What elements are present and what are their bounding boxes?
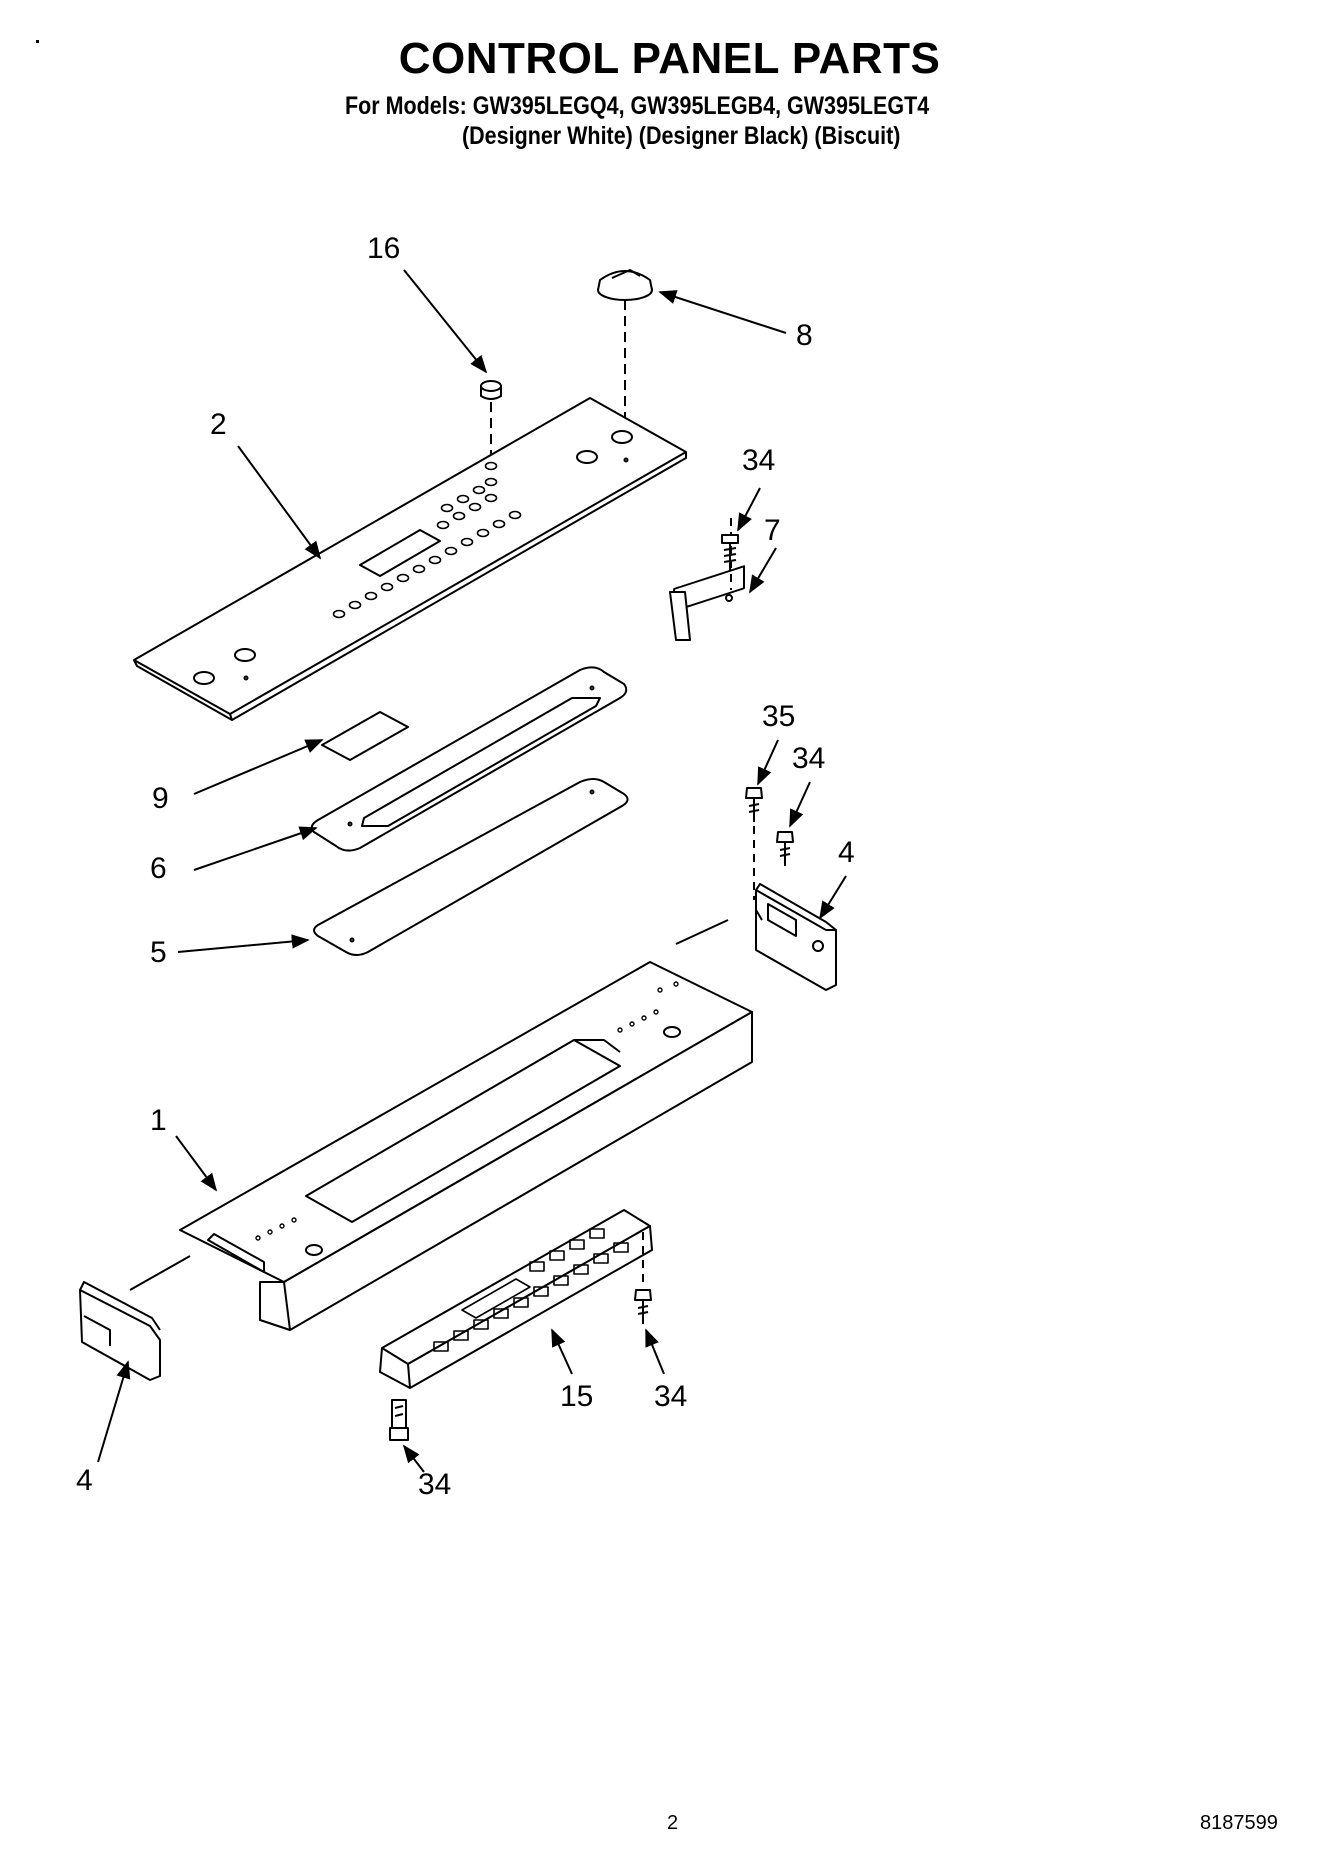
leader-4b <box>97 1360 131 1463</box>
callout-9: 9 <box>152 782 169 815</box>
alignment-line-left <box>129 1255 191 1291</box>
knob-part-8 <box>597 269 653 420</box>
leader-7 <box>749 547 777 594</box>
leader-34a <box>737 487 761 532</box>
variants-line: (Designer White) (Designer Black) (Biscu… <box>462 122 901 150</box>
overlay-panel-part-2 <box>133 397 687 721</box>
leader-34b <box>789 781 811 828</box>
callout-4-right: 4 <box>838 836 855 869</box>
callout-34-right: 34 <box>654 1380 687 1413</box>
callout-34-mid: 34 <box>792 742 825 775</box>
callout-7: 7 <box>764 514 781 547</box>
callout-5: 5 <box>150 936 167 969</box>
screw-part-34-top <box>721 534 739 570</box>
callout-34-top: 34 <box>742 444 775 477</box>
leader-4a <box>819 875 847 920</box>
screw-part-34-mid <box>776 831 794 866</box>
callout-6: 6 <box>150 852 167 885</box>
leader-5 <box>177 934 310 953</box>
callout-4-left: 4 <box>76 1464 93 1497</box>
alignment-line-right <box>675 919 729 945</box>
callout-1: 1 <box>150 1104 167 1137</box>
insulation-part-5 <box>313 778 629 956</box>
speck <box>36 40 39 43</box>
end-cap-part-4-right <box>755 883 837 991</box>
page-title: CONTROL PANEL PARTS <box>398 34 941 83</box>
screw-part-35 <box>745 787 763 900</box>
bracket-part-7 <box>669 518 745 641</box>
leader-8 <box>658 290 787 334</box>
window-part-9 <box>321 711 409 761</box>
screw-part-34-right <box>634 1232 652 1324</box>
console-body-part-1 <box>179 961 753 1331</box>
leader-16 <box>403 269 488 374</box>
end-cap-part-4-left <box>79 1281 161 1381</box>
page-number: 2 <box>667 1812 679 1834</box>
callout-15: 15 <box>560 1380 593 1413</box>
leader-1 <box>175 1135 218 1192</box>
leader-6 <box>193 826 318 871</box>
screw-part-34-bottom <box>389 1399 409 1441</box>
callout-8: 8 <box>796 319 813 352</box>
leader-2 <box>237 445 322 560</box>
callout-35: 35 <box>762 700 795 733</box>
callout-34-bottom: 34 <box>418 1468 451 1501</box>
document-number: 8187599 <box>1200 1812 1278 1834</box>
models-line: For Models: GW395LEGQ4, GW395LEGB4, GW39… <box>345 92 930 120</box>
leader-35 <box>757 739 779 786</box>
leader-34d <box>402 1444 425 1473</box>
leader-34c <box>645 1328 665 1375</box>
control-board-part-15 <box>379 1209 653 1389</box>
callout-2: 2 <box>210 408 227 441</box>
callout-16: 16 <box>367 232 400 265</box>
leader-15 <box>551 1328 573 1375</box>
leader-9 <box>193 739 324 795</box>
